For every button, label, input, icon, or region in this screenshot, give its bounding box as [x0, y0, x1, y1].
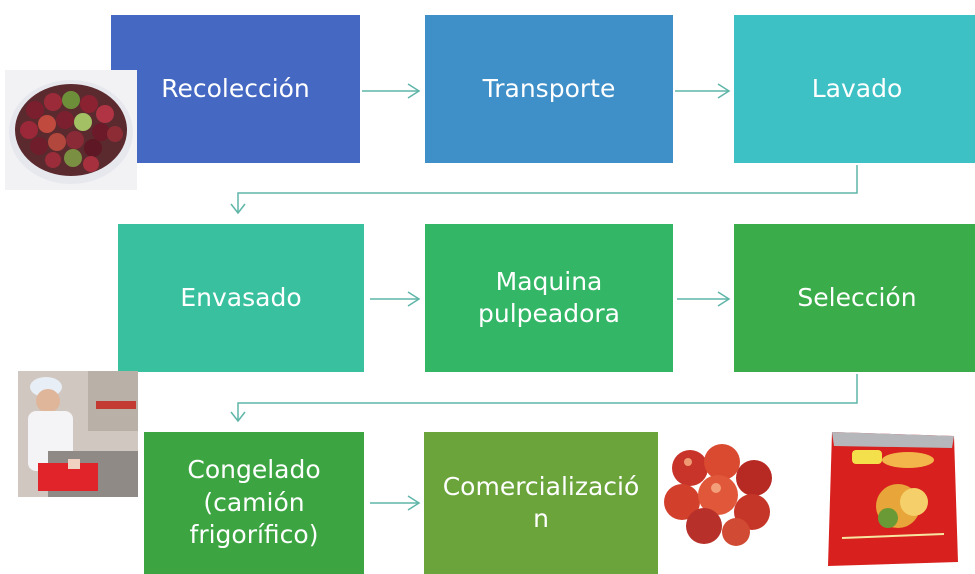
step-label: Maquina pulpeadora	[478, 266, 620, 329]
step-comercializacion: Comercializació n	[424, 432, 658, 574]
step-label: Transporte	[482, 73, 616, 103]
step-label: Comercializació n	[442, 471, 640, 534]
step-congelado: Congelado (camión frigorífico)	[144, 432, 364, 574]
step-label: Recolección	[161, 73, 310, 103]
step-envasado: Envasado	[118, 224, 364, 372]
step-maquina-pulpeadora: Maquina pulpeadora	[425, 224, 673, 372]
arrow-right-icon	[675, 83, 731, 99]
worker-photo	[18, 371, 138, 497]
arrow-right-icon	[677, 291, 731, 307]
step-lavado: Lavado	[734, 15, 975, 163]
arrow-right-icon	[370, 495, 421, 511]
arrow-right-icon	[362, 83, 421, 99]
pulp-package-photo	[818, 428, 968, 570]
step-label: Envasado	[180, 282, 302, 312]
fruit-bowl-photo	[5, 70, 137, 190]
elbow-arrow-icon	[230, 165, 858, 215]
step-label: Lavado	[811, 73, 903, 103]
elbow-arrow-icon	[230, 374, 858, 423]
step-transporte: Transporte	[425, 15, 673, 163]
arrow-right-icon	[370, 291, 421, 307]
step-seleccion: Selección	[734, 224, 975, 372]
step-label: Selección	[797, 282, 917, 312]
step-label: Congelado (camión frigorífico)	[187, 455, 321, 550]
step-recoleccion: Recolección	[111, 15, 360, 163]
red-fruits-photo	[660, 440, 785, 550]
